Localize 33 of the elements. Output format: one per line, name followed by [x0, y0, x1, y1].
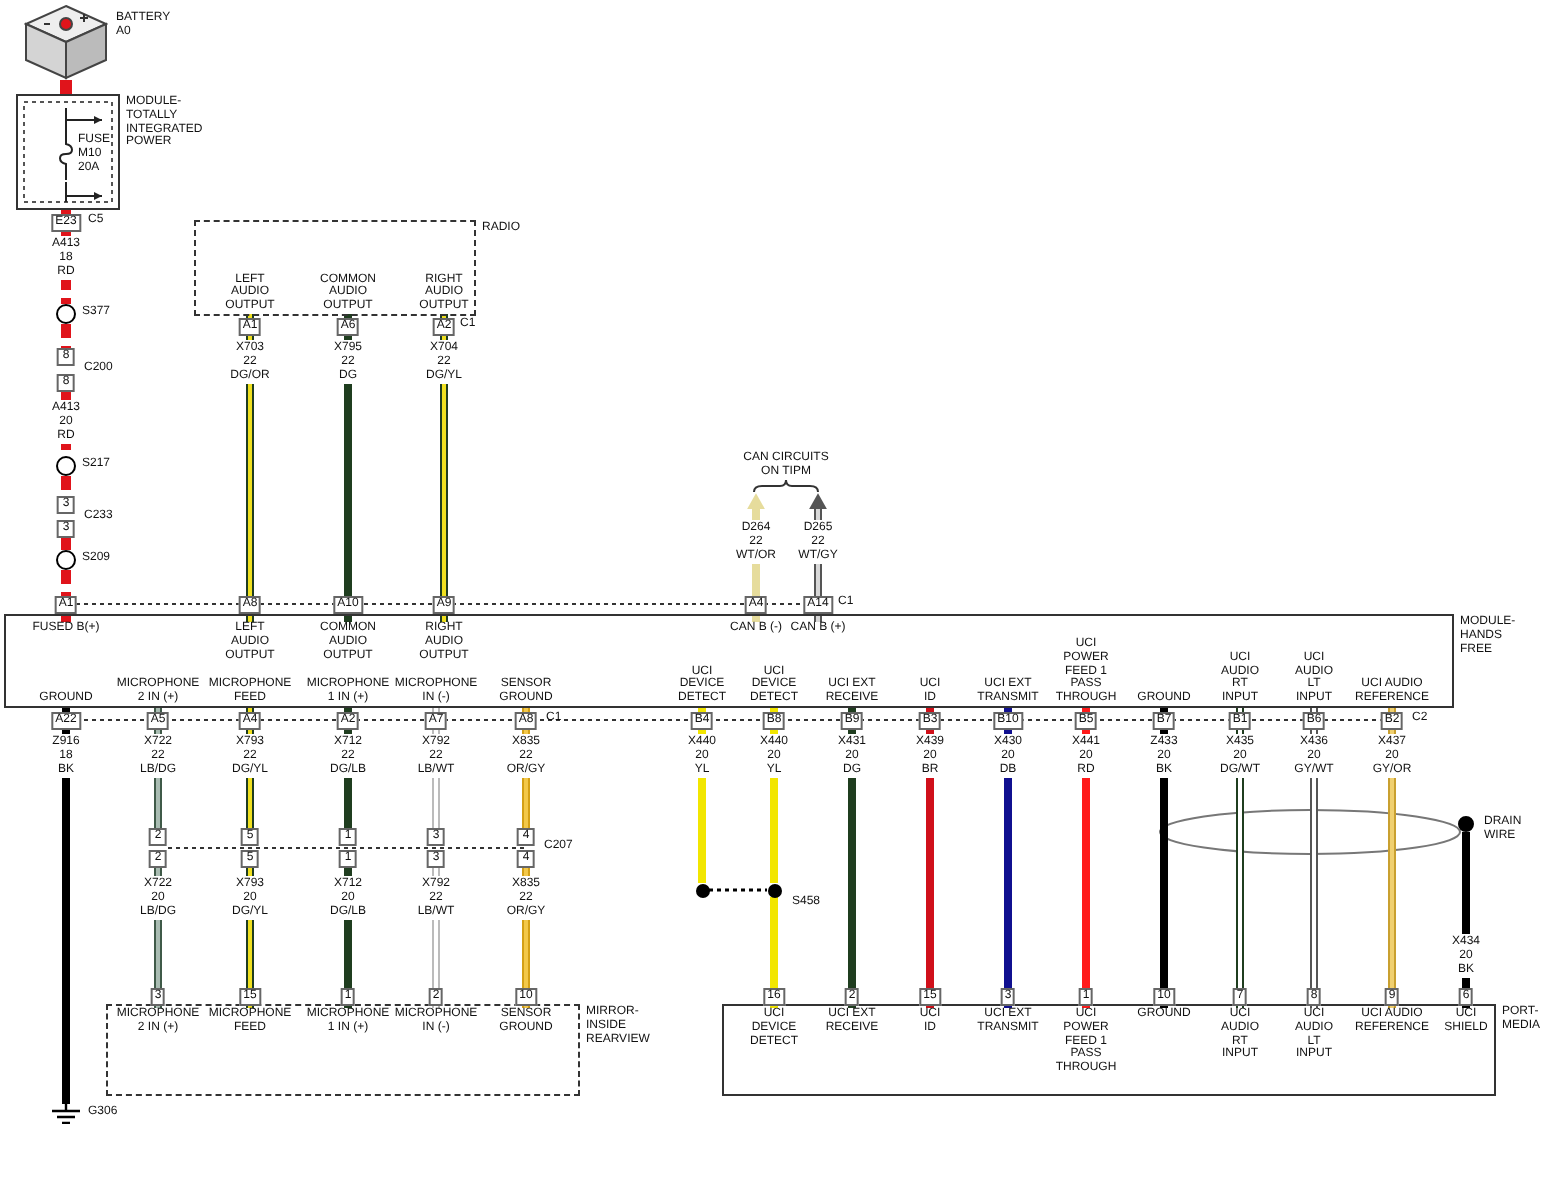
wire	[1462, 832, 1470, 1008]
wire	[432, 868, 440, 1008]
wire	[432, 706, 440, 828]
wire	[770, 706, 778, 883]
wire	[522, 868, 530, 1008]
wire	[344, 868, 352, 1008]
wire	[61, 538, 71, 550]
drain-dot	[1458, 816, 1474, 832]
splice-circle	[56, 456, 76, 476]
wire	[62, 706, 70, 1104]
dotted-line	[709, 888, 767, 892]
splice-dot	[767, 883, 781, 897]
wire	[1236, 706, 1244, 1008]
wire	[344, 314, 352, 622]
wire	[61, 324, 71, 348]
splice-dot	[695, 883, 709, 897]
wire	[698, 706, 706, 883]
wire	[61, 476, 71, 496]
wire	[60, 80, 72, 94]
splice-circle	[56, 304, 76, 324]
wire	[1310, 706, 1318, 1008]
wire	[1004, 706, 1012, 1008]
wire	[246, 314, 254, 622]
wire	[1388, 706, 1396, 1008]
wire	[246, 868, 254, 1008]
wire	[61, 570, 71, 622]
wire	[848, 706, 856, 1008]
splice-circle	[56, 550, 76, 570]
wire	[1082, 706, 1090, 1008]
wire	[926, 706, 934, 1008]
wire	[440, 314, 448, 622]
wire	[770, 897, 778, 1008]
wire	[1160, 706, 1168, 1008]
